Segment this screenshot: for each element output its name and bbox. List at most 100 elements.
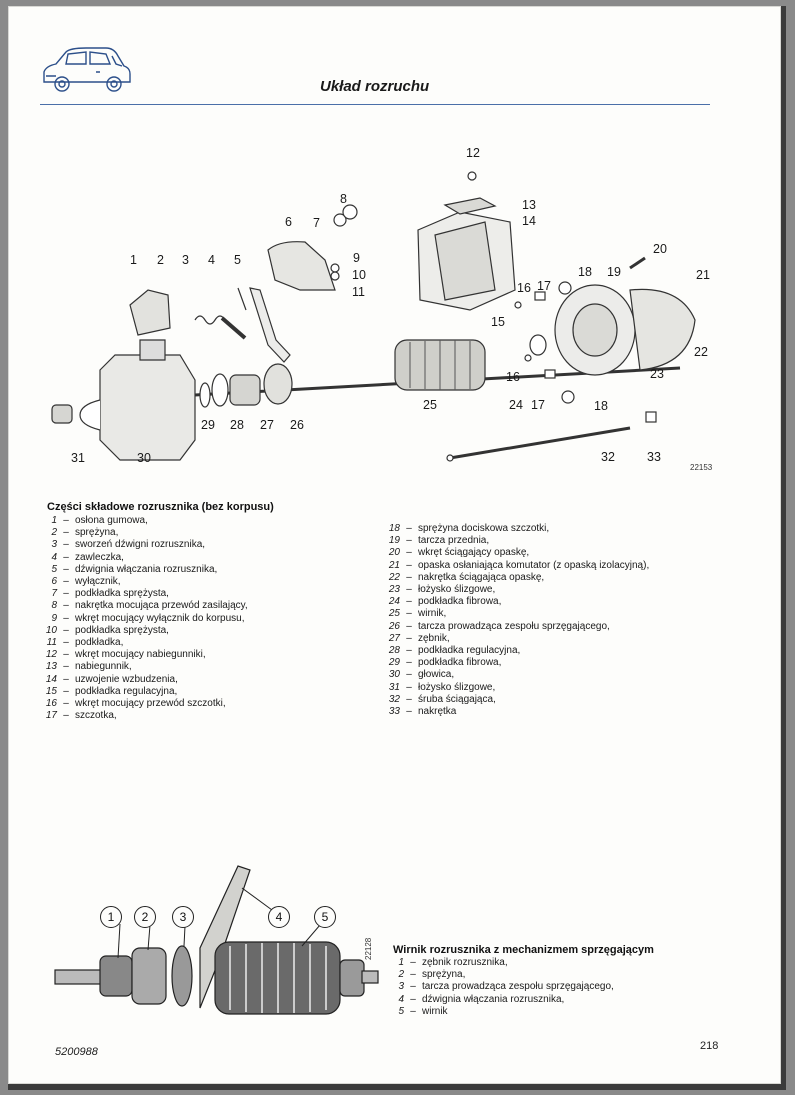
diagram-label: 26 — [290, 418, 304, 432]
item-dash: – — [410, 981, 416, 993]
list-item: 30–głowica, — [386, 669, 649, 681]
diagram-label: 3 — [182, 253, 189, 267]
item-number: 25 — [388, 608, 400, 620]
item-text: nakrętka ściągająca opaskę, — [418, 571, 545, 583]
item-text: wyłącznik, — [75, 576, 121, 588]
item-dash: – — [63, 515, 69, 526]
list-item: 7–podkładka sprężysta, — [43, 588, 248, 600]
list-item: 22–nakrętka ściągająca opaskę, — [386, 572, 649, 584]
item-text: podkładka fibrowa, — [418, 657, 502, 669]
diagram-label: 23 — [650, 367, 664, 381]
item-number: 6 — [51, 576, 57, 588]
item-dash: – — [410, 993, 416, 1005]
diagram-label: 15 — [491, 315, 505, 329]
item-text: sworzeń dźwigni rozrusznika, — [75, 539, 206, 551]
item-dash: – — [63, 600, 69, 612]
list-item: 9–wkręt mocujący wyłącznik do korpusu, — [43, 613, 248, 625]
list-item: 31–łożysko ślizgowe, — [386, 682, 649, 694]
diagram-label: 6 — [285, 215, 292, 229]
item-text: sprężyna, — [422, 969, 466, 981]
item-text: wirnik — [422, 1005, 448, 1017]
list-item: 3–tarcza prowadząca zespołu sprzęgająceg… — [390, 981, 613, 993]
item-number: 17 — [45, 710, 57, 722]
item-text: podkładka sprężysta, — [75, 624, 169, 636]
item-text: nakrętka — [418, 706, 457, 718]
item-number: 27 — [388, 632, 400, 644]
item-dash: – — [63, 673, 69, 685]
item-text: zębnik rozrusznika, — [422, 957, 508, 968]
item-number: 8 — [51, 600, 57, 612]
diagram-label: 18 — [594, 399, 608, 413]
rotor-label-circle: 3 — [172, 906, 194, 928]
diagram-label: 17 — [531, 398, 545, 412]
diagram-label: 16 — [506, 370, 520, 384]
list-item: 24–podkładka fibrowa, — [386, 596, 649, 608]
list-item: 27–zębnik, — [386, 633, 649, 645]
item-number: 29 — [388, 657, 400, 669]
item-number: 1 — [398, 957, 404, 968]
list-item: 17–szczotka, — [43, 710, 248, 722]
item-text: zębnik, — [418, 632, 450, 644]
item-number: 2 — [51, 527, 57, 539]
item-text: podkładka fibrowa, — [418, 596, 502, 608]
page-edge-shadow — [781, 6, 786, 1084]
diagram-label: 9 — [353, 251, 360, 265]
list-item: 12–wkręt mocujący nabiegunniki, — [43, 649, 248, 661]
diagram-label: 30 — [137, 451, 151, 465]
item-text: tarcza prowadząca zespołu sprzęgającego, — [418, 620, 610, 632]
item-text: podkładka, — [75, 637, 124, 649]
list-item: 18–sprężyna dociskowa szczotki, — [386, 523, 649, 535]
diagram-label: 5 — [234, 253, 241, 267]
item-dash: – — [63, 563, 69, 575]
item-number: 3 — [51, 539, 57, 551]
diagram-label: 24 — [509, 398, 523, 412]
item-text: wkręt ściągający opaskę, — [418, 547, 530, 559]
item-number: 10 — [45, 624, 57, 636]
rotor-heading: Wirnik rozrusznika z mechanizmem sprzęga… — [393, 944, 654, 956]
car-logo-icon — [43, 47, 131, 92]
item-number: 33 — [388, 706, 400, 718]
item-dash: – — [63, 685, 69, 697]
list-item: 3–sworzeń dźwigni rozrusznika, — [43, 539, 248, 551]
item-number: 5 — [51, 563, 57, 575]
diagram-label: 12 — [466, 146, 480, 160]
item-dash: – — [406, 608, 412, 620]
item-number: 13 — [45, 661, 57, 673]
item-text: zawleczka, — [75, 551, 124, 563]
page-number: 218 — [700, 1040, 719, 1052]
item-dash: – — [406, 547, 412, 559]
list-item: 33–nakrętka — [386, 706, 649, 718]
item-dash: – — [63, 588, 69, 600]
item-dash: – — [63, 710, 69, 722]
list-item: 6–wyłącznik, — [43, 576, 248, 588]
item-number: 11 — [46, 637, 57, 649]
diagram-label: 22 — [694, 345, 708, 359]
diagram-label: 25 — [423, 398, 437, 412]
item-dash: – — [63, 661, 69, 673]
diagram-label: 31 — [71, 451, 85, 465]
item-number: 23 — [388, 584, 400, 596]
item-number: 1 — [51, 515, 57, 526]
item-dash: – — [410, 957, 416, 968]
item-text: dźwignia włączania rozrusznika, — [75, 563, 218, 575]
list-item: 15–podkładka regulacyjna, — [43, 686, 248, 698]
item-number: 32 — [388, 693, 400, 705]
page-edge-shadow-bottom — [8, 1084, 786, 1090]
diagram-label: 20 — [653, 242, 667, 256]
diagram-label: 7 — [313, 216, 320, 230]
manual-page — [8, 6, 781, 1084]
item-dash: – — [63, 698, 69, 710]
item-text: wkręt mocujący wyłącznik do korpusu, — [75, 612, 245, 624]
item-dash: – — [63, 539, 69, 551]
diagram-label: 10 — [352, 268, 366, 282]
diagram-label: 18 — [578, 265, 592, 279]
item-text: łożysko ślizgowe, — [418, 584, 496, 596]
item-dash: – — [406, 535, 412, 547]
item-number: 12 — [45, 649, 57, 661]
diagram-code: 22153 — [690, 463, 713, 472]
list-item: 2–sprężyna, — [43, 527, 248, 539]
item-text: nakrętka mocująca przewód zasilający, — [75, 600, 248, 612]
document-code: 5200988 — [55, 1046, 98, 1058]
diagram-label: 11 — [352, 285, 365, 299]
diagram-label: 33 — [647, 450, 661, 464]
